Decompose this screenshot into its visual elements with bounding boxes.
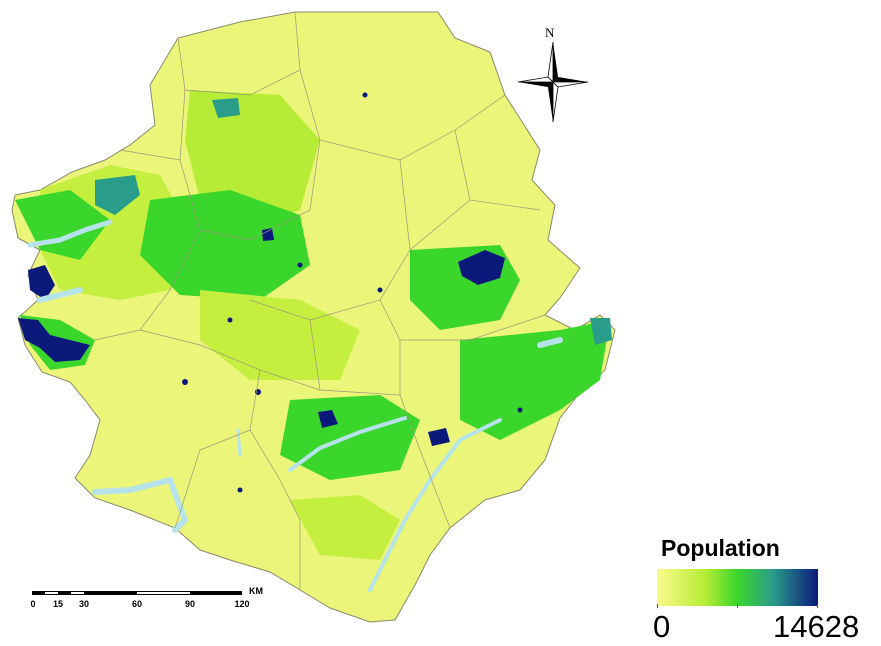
urban-centers-layer [18, 92, 612, 493]
urban-area-freetown [18, 318, 90, 362]
density-patch-southeast [460, 320, 610, 440]
urban-area-kono [458, 250, 505, 285]
urban-area-kenema [428, 428, 450, 446]
scale-label-15: 15 [52, 599, 64, 609]
urban-point-8 [227, 317, 233, 323]
urban-area-east-border [590, 318, 612, 345]
legend-min-label: 0 [653, 609, 671, 644]
scale-segment-light [137, 592, 190, 594]
scale-label-30: 30 [78, 599, 90, 609]
urban-area-west-peninsula [28, 265, 55, 300]
scale-label-90: 90 [184, 599, 196, 609]
urban-point-1 [182, 379, 188, 385]
legend-tick [737, 604, 738, 608]
scale-label-0: 0 [30, 599, 36, 609]
water-layer [27, 219, 563, 592]
district-boundaries [94, 11, 546, 590]
urban-point-4 [377, 287, 383, 293]
scale-segment-light [71, 592, 84, 594]
river-moa [368, 418, 502, 592]
river-sewa [236, 428, 242, 457]
legend-title: Population [661, 535, 780, 561]
river-bo-tributary [288, 416, 407, 472]
legend-color-ramp [657, 569, 818, 606]
scale-label-120: 120 [234, 599, 250, 609]
compass-north-label: N [545, 25, 555, 40]
scale-segment-light [45, 592, 58, 594]
river-freetown-estuary [37, 287, 83, 303]
urban-point-5 [517, 407, 523, 413]
estuary-sherbro [92, 476, 189, 533]
population-density-layer [15, 90, 610, 560]
north-arrow-compass-icon [517, 41, 589, 123]
urban-area-northwest-coast [95, 175, 140, 215]
river-rokel-estuary [27, 219, 113, 248]
urban-area-bo [318, 410, 338, 428]
river-east-mouth [537, 337, 563, 348]
density-patch-southern-coast [290, 495, 400, 560]
legend-max-label: 14628 [773, 609, 860, 644]
scale-bar [32, 591, 242, 595]
legend-tick [657, 604, 658, 608]
urban-point-6 [237, 487, 243, 493]
urban-area-makeni [262, 228, 274, 241]
scale-label-60: 60 [131, 599, 143, 609]
urban-point-3 [362, 92, 368, 98]
urban-point-7 [297, 262, 303, 268]
urban-area-north [212, 98, 240, 118]
legend-tick [817, 604, 818, 608]
density-patch-center [140, 190, 310, 300]
scale-unit: KM [249, 586, 263, 596]
density-patch-central-lower [200, 290, 360, 380]
